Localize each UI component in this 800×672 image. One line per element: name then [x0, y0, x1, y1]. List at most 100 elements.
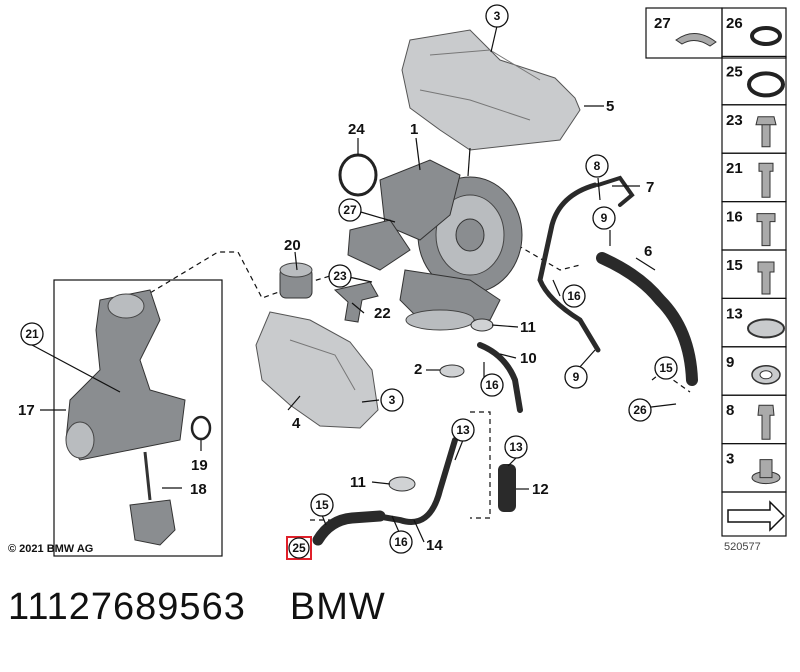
side-item-15: 15 — [721, 249, 787, 300]
svg-text:26: 26 — [633, 403, 647, 417]
svg-text:25: 25 — [292, 541, 306, 555]
fastener-21-icon — [758, 162, 774, 198]
side-item-21: 21 — [721, 152, 787, 203]
callout-25-highlighted: 25 — [286, 536, 312, 560]
heat-shield-upper — [401, 29, 581, 151]
svg-text:27: 27 — [343, 203, 357, 217]
side-item-label: 23 — [726, 112, 743, 129]
callout-26: 26 — [628, 398, 652, 422]
side-item-9: 9 — [721, 346, 787, 396]
callout-24: 24 — [348, 121, 365, 138]
side-item-label: 3 — [726, 451, 734, 468]
svg-text:3: 3 — [494, 9, 501, 23]
gasket-2 — [439, 364, 465, 378]
svg-text:3: 3 — [389, 393, 396, 407]
callout-10: 10 — [520, 350, 537, 367]
callout-13a: 13 — [451, 418, 475, 442]
callout-4: 4 — [292, 415, 301, 432]
fastener-26-icon — [750, 26, 782, 46]
callout-22: 22 — [374, 305, 391, 322]
pipe-14 — [367, 437, 458, 525]
arrow-icon — [727, 500, 786, 532]
side-item-label: 8 — [726, 402, 734, 419]
callout-14: 14 — [426, 537, 443, 554]
oil-feed-line — [537, 182, 601, 353]
callout-8: 8 — [585, 154, 609, 178]
callout-3b: 3 — [380, 388, 404, 412]
fastener-15-icon — [757, 261, 775, 295]
oil-return-pipe-10 — [477, 342, 523, 413]
fastener-3-icon — [751, 459, 781, 485]
side-label-top-left: 27 — [654, 15, 671, 32]
exhaust-manifold-17 — [65, 289, 186, 461]
side-item-label: 21 — [726, 160, 743, 177]
callout-1: 1 — [410, 121, 418, 138]
clip-27-icon — [675, 33, 717, 47]
callout-16b: 16 — [480, 373, 504, 397]
side-item-label: 26 — [726, 15, 743, 32]
callout-3a: 3 — [485, 4, 509, 28]
copyright: © 2021 BMW AG — [8, 543, 94, 555]
reference-number: 520577 — [724, 541, 761, 553]
dashed-connections — [134, 199, 691, 521]
leader-lines — [31, 25, 677, 543]
seal-19 — [190, 415, 212, 441]
callout-21: 21 — [20, 322, 44, 346]
sleeve-20 — [279, 262, 313, 299]
callout-23: 23 — [328, 264, 352, 288]
callout-7: 7 — [646, 179, 654, 196]
svg-text:13: 13 — [509, 440, 523, 454]
svg-text:13: 13 — [456, 423, 470, 437]
callout-16c: 16 — [389, 530, 413, 554]
svg-text:16: 16 — [394, 535, 408, 549]
fastener-16-icon — [756, 213, 776, 247]
side-item-label: 16 — [726, 209, 743, 226]
side-item-16: 16 — [721, 201, 787, 251]
hose-12 — [498, 464, 516, 512]
o-ring-24 — [338, 153, 378, 197]
side-item-3: 3 — [721, 443, 787, 493]
callout-20: 20 — [284, 237, 301, 254]
callout-11b: 11 — [350, 474, 366, 491]
fastener-23-icon — [755, 116, 777, 148]
svg-text:9: 9 — [601, 211, 608, 225]
svg-text:15: 15 — [315, 498, 329, 512]
gasket-11-upper — [470, 318, 494, 332]
svg-text:21: 21 — [25, 327, 39, 341]
hose-15 — [312, 510, 386, 546]
callout-9a: 9 — [592, 206, 616, 230]
svg-text:16: 16 — [567, 289, 581, 303]
callout-17: 17 — [18, 402, 35, 419]
gasket-11-lower — [388, 476, 416, 492]
fastener-13-icon — [747, 318, 785, 339]
side-item-23: 23 — [721, 104, 787, 154]
part-callouts: 1 2 4 5 6 7 10 11 11 12 14 17 18 19 20 2… — [18, 98, 654, 554]
svg-text:23: 23 — [333, 269, 347, 283]
side-item-13: 13 — [721, 297, 787, 348]
callout-12: 12 — [532, 481, 549, 498]
svg-text:15: 15 — [659, 361, 673, 375]
callout-15b: 15 — [654, 356, 678, 380]
side-panel-items: 26 25 23 21 16 15 13 9 8 3 — [721, 15, 787, 493]
fastener-side-panel: 27 26 25 23 21 16 15 13 9 8 3 — [645, 7, 787, 537]
part-number: 11127689563 — [8, 586, 246, 628]
actuator-18 — [129, 451, 176, 546]
side-item-label: 13 — [726, 305, 743, 322]
svg-text:16: 16 — [485, 378, 499, 392]
callout-16a: 16 — [562, 284, 586, 308]
fastener-8-icon — [757, 404, 775, 440]
callout-2: 2 — [414, 361, 422, 378]
heat-shield-lower — [255, 311, 379, 429]
bracket-22 — [333, 281, 379, 323]
callout-5: 5 — [606, 98, 614, 115]
callout-13b: 13 — [504, 435, 528, 459]
fastener-25-icon — [747, 71, 785, 98]
callout-15a: 15 — [310, 493, 334, 517]
callout-9b: 9 — [564, 365, 588, 389]
fastener-9-icon — [751, 365, 781, 385]
callout-11a: 11 — [520, 319, 536, 336]
manifold-inset-frame — [53, 279, 223, 557]
side-item-label: 25 — [726, 63, 743, 80]
